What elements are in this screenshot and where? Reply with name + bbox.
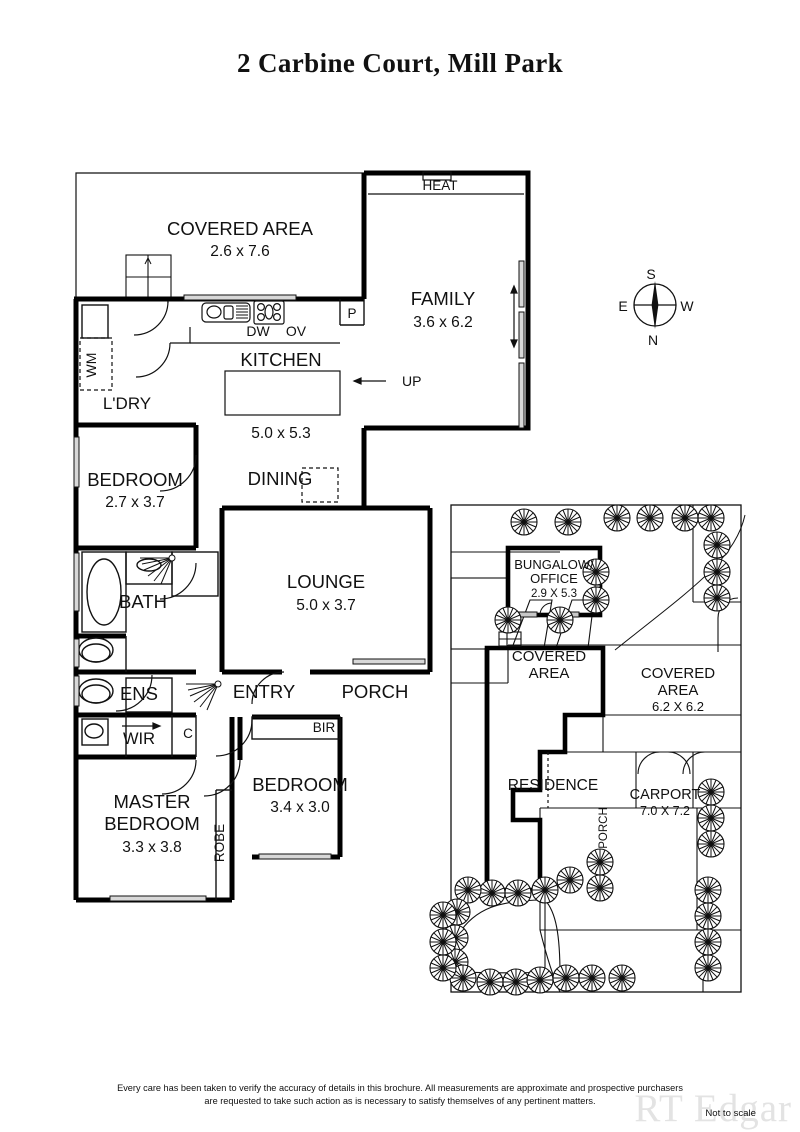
- site-dim-carport: 7.0 X 7.2: [640, 804, 690, 818]
- site-label-carport: CARPORT: [630, 787, 701, 803]
- annotation-up: UP: [402, 373, 421, 389]
- room-label-ens: ENS: [120, 683, 158, 704]
- compass-label-left: E: [618, 298, 627, 314]
- annotation-robe: ROBE: [212, 824, 227, 862]
- site-label-covered-b-1: COVERED: [641, 665, 715, 682]
- washing-machine-outline: [79, 337, 113, 391]
- compass-label-right: W: [680, 298, 694, 314]
- compass-label-top: S: [646, 266, 655, 282]
- room-label-kitchen: KITCHEN: [240, 349, 321, 370]
- room-dim-lounge: 5.0 x 3.7: [296, 597, 355, 614]
- disclaimer-line-2: are requested to take such action as is …: [204, 1095, 596, 1106]
- annotation-heat: HEAT: [422, 178, 457, 193]
- annotation-ov: OV: [286, 323, 307, 339]
- room-label-lounge: LOUNGE: [287, 571, 365, 592]
- site-label-bungalow-1: BUNGALOW/: [514, 557, 594, 572]
- room-label-bath: BATH: [119, 591, 167, 612]
- room-label-wir: WIR: [123, 730, 155, 748]
- annotation-dw: DW: [246, 323, 270, 339]
- room-label-master-1: MASTER: [113, 791, 190, 812]
- room-dim-bedroom-2: 2.7 x 3.7: [105, 494, 164, 511]
- site-label-covered-a-1: COVERED: [512, 648, 586, 665]
- room-dim-kitchen: 5.0 x 5.3: [251, 425, 310, 442]
- room-label-covered-area: COVERED AREA: [167, 218, 314, 239]
- disclaimer-line-1: Every care has been taken to verify the …: [117, 1083, 683, 1093]
- main-floor-plan: COVERED AREA 2.6 x 7.6 FAMILY 3.6 x 6.2 …: [73, 170, 531, 903]
- dining-table-outline: [301, 467, 339, 503]
- rt-edgar-watermark: RT Edgar: [634, 1087, 792, 1130]
- cooktop-icon: [253, 300, 285, 325]
- annotation-closet: C: [183, 726, 193, 741]
- room-label-bedroom-3: BEDROOM: [252, 774, 348, 795]
- site-label-bungalow-2: OFFICE: [530, 571, 578, 586]
- room-dim-covered-area: 2.6 x 7.6: [210, 243, 269, 260]
- page-title: 2 Carbine Court, Mill Park: [236, 48, 564, 78]
- disclaimer: Every care has been taken to verify the …: [0, 1082, 800, 1107]
- room-label-family: FAMILY: [411, 288, 475, 309]
- room-label-laundry: L'DRY: [103, 394, 151, 413]
- site-label-residence: RESIDENCE: [508, 777, 598, 794]
- room-dim-family: 3.6 x 6.2: [413, 314, 472, 331]
- room-label-porch: PORCH: [342, 681, 409, 702]
- sink-icon: [201, 302, 251, 323]
- annotation-wm: WM: [83, 353, 99, 378]
- site-label-porch: PORCH: [598, 807, 610, 849]
- site-label-covered-b-2: AREA: [658, 682, 699, 699]
- room-label-entry: ENTRY: [233, 681, 295, 702]
- annotation-bir: BIR: [313, 720, 336, 735]
- annotation-pantry: P: [347, 306, 356, 321]
- site-dim-covered-b: 6.2 X 6.2: [652, 699, 704, 714]
- site-dim-bungalow: 2.9 X 5.3: [531, 588, 577, 600]
- compass-label-bottom: N: [648, 332, 658, 348]
- site-label-covered-a-2: AREA: [529, 665, 570, 682]
- room-label-dining: DINING: [248, 468, 313, 489]
- not-to-scale-note: Not to scale: [705, 1108, 756, 1119]
- site-plan: BUNGALOW/ OFFICE 2.9 X 5.3 COVERED AREA …: [429, 504, 746, 996]
- compass-rose: S N E W: [618, 266, 694, 348]
- room-dim-bedroom-3: 3.4 x 3.0: [270, 799, 330, 816]
- room-label-master-2: BEDROOM: [104, 813, 200, 834]
- room-label-bedroom-2: BEDROOM: [87, 469, 183, 490]
- shower-icon-ens: [185, 680, 222, 711]
- room-dim-master: 3.3 x 3.8: [122, 839, 181, 856]
